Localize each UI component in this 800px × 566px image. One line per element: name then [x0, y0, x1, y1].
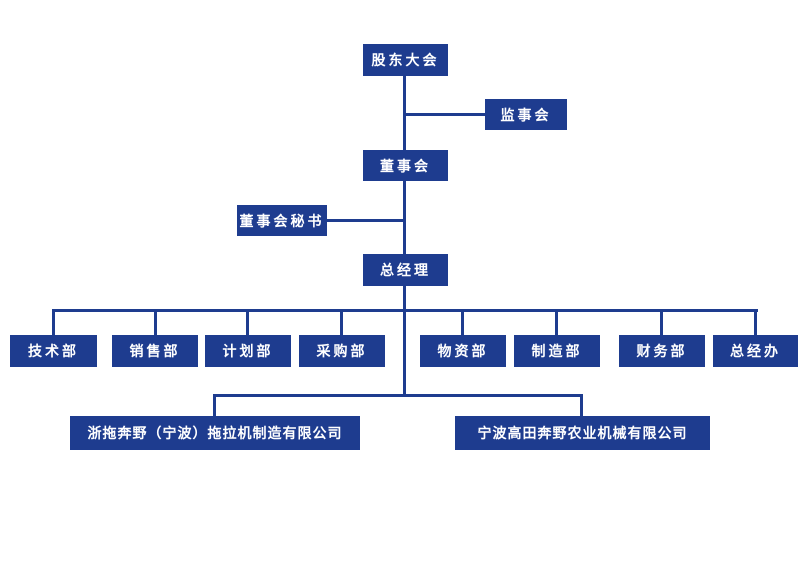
node-label: 物资部 [437, 343, 489, 359]
org-node-dept-manufacturing[interactable]: 制造部 [514, 335, 600, 367]
node-label: 总经办 [730, 343, 781, 359]
connector-drop-dept-4 [340, 309, 343, 335]
org-node-board-secretary[interactable]: 董事会秘书 [237, 205, 327, 236]
connector-subsidiaries-rail [213, 394, 583, 397]
node-label: 董事会 [380, 157, 431, 174]
node-label: 浙拖奔野（宁波）拖拉机制造有限公司 [87, 425, 343, 441]
node-label: 股东大会 [371, 52, 440, 68]
org-node-dept-materials[interactable]: 物资部 [420, 335, 506, 367]
connector-to-secretary [327, 219, 405, 222]
org-node-dept-gm-office[interactable]: 总经办 [713, 335, 798, 367]
org-node-subsidiary-agricultural-machinery[interactable]: 宁波高田奔野农业机械有限公司 [455, 416, 710, 450]
org-node-board-of-directors[interactable]: 董事会 [363, 150, 448, 181]
node-label: 计划部 [222, 343, 274, 359]
org-node-supervisory-board[interactable]: 监事会 [485, 99, 567, 130]
node-label: 财务部 [636, 343, 688, 359]
connector-gm-down [403, 286, 406, 397]
org-node-dept-finance[interactable]: 财务部 [619, 335, 705, 367]
org-node-shareholders-meeting[interactable]: 股东大会 [363, 44, 448, 76]
connector-departments-rail [52, 309, 758, 312]
connector-drop-dept-1 [52, 309, 55, 335]
connector-drop-dept-3 [246, 309, 249, 335]
org-node-dept-sales[interactable]: 销售部 [112, 335, 198, 367]
connector-drop-dept-6 [555, 309, 558, 335]
connector-to-supervisory [405, 113, 487, 116]
node-label: 采购部 [316, 343, 368, 359]
org-node-dept-planning[interactable]: 计划部 [205, 335, 291, 367]
org-node-general-manager[interactable]: 总经理 [363, 254, 448, 286]
node-label: 销售部 [129, 343, 181, 359]
node-label: 技术部 [28, 343, 79, 359]
connector-drop-dept-8 [754, 309, 757, 335]
connector-drop-dept-5 [461, 309, 464, 335]
connector-board-gm [403, 181, 406, 256]
node-label: 监事会 [500, 106, 552, 123]
node-label: 制造部 [531, 343, 583, 359]
connector-drop-subsidiary-2 [580, 394, 583, 416]
connector-drop-subsidiary-1 [213, 394, 216, 416]
node-label: 宁波高田奔野农业机械有限公司 [477, 425, 688, 441]
org-node-dept-technology[interactable]: 技术部 [10, 335, 97, 367]
connector-drop-dept-7 [660, 309, 663, 335]
connector-shareholders-board [403, 76, 406, 152]
node-label: 总经理 [380, 262, 431, 278]
org-node-subsidiary-tractor-manufacturing[interactable]: 浙拖奔野（宁波）拖拉机制造有限公司 [70, 416, 360, 450]
connector-drop-dept-2 [154, 309, 157, 335]
node-label: 董事会秘书 [239, 212, 325, 229]
org-node-dept-procurement[interactable]: 采购部 [299, 335, 385, 367]
